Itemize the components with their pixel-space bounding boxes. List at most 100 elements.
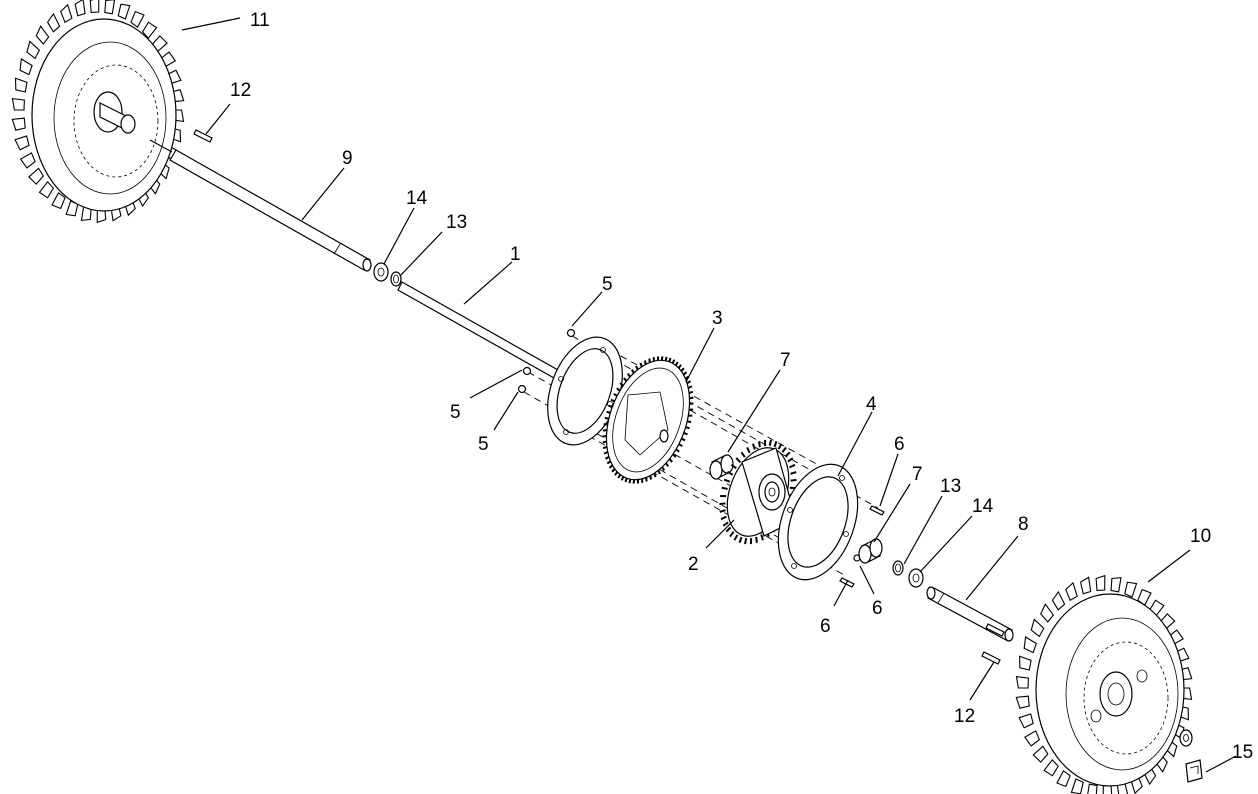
callout-8: 8	[1018, 514, 1029, 535]
plate-4	[777, 463, 859, 581]
callout-6-upper-right: 6	[894, 434, 905, 455]
gear-tooth	[733, 534, 739, 541]
tire-tread-lug	[35, 25, 50, 45]
left-wheel-11	[11, 0, 185, 224]
tire-tread-lug	[1040, 603, 1055, 623]
tire-tread-lug	[1024, 730, 1041, 747]
callout-10: 10	[1190, 526, 1211, 547]
gear-tooth	[602, 440, 607, 444]
bolt-5-low	[517, 384, 527, 394]
gear-tooth	[738, 536, 743, 544]
gear-tooth	[606, 410, 611, 414]
tire-tread-lug	[1095, 574, 1106, 591]
gear-tooth	[626, 373, 631, 378]
right-wheel-10	[1015, 574, 1193, 794]
gear-tooth	[721, 486, 728, 490]
tire-tread-lug	[1056, 770, 1071, 788]
gear-tooth	[649, 475, 653, 480]
gear-tooth	[752, 443, 756, 450]
gear-tooth	[605, 455, 610, 460]
gear-tooth	[685, 426, 690, 430]
callout-4: 4	[866, 394, 877, 415]
callout-12-right: 12	[954, 706, 975, 727]
callout-5-low: 5	[478, 434, 489, 455]
tire-tread-lug	[74, 0, 86, 17]
gear-tooth	[604, 417, 609, 420]
tire-tread-lug	[26, 40, 41, 60]
gear-tooth	[619, 382, 624, 387]
gear-tooth	[657, 469, 661, 475]
gear-tooth	[613, 392, 618, 397]
pin-12-left	[193, 129, 213, 143]
washer-14-right	[908, 568, 924, 588]
gear-tooth	[787, 457, 794, 463]
tire-tread-lug	[130, 10, 145, 28]
callout-12-left: 12	[230, 80, 251, 101]
gear-tooth	[689, 396, 694, 400]
callout-13-left: 13	[446, 212, 467, 233]
gear-tooth	[689, 402, 694, 405]
tire-tread-lug	[19, 152, 36, 169]
ring-gear-3	[602, 356, 694, 484]
gear-tooth	[628, 479, 632, 484]
tire-tread-lug	[104, 0, 116, 15]
tire-tread-lug	[141, 21, 158, 40]
gear-tooth	[686, 380, 691, 385]
gear-tooth	[672, 453, 677, 458]
tire-tread-lug	[1043, 758, 1059, 777]
gear-tooth	[722, 521, 729, 527]
gear-tooth	[614, 471, 619, 476]
gear-tooth	[648, 358, 651, 363]
left-axle-9	[149, 139, 372, 272]
gear-tooth	[606, 460, 612, 465]
tire-tread-lug	[60, 3, 73, 24]
callout-14-left: 14	[406, 188, 428, 209]
gear-tooth	[781, 446, 787, 453]
tire-tread-lug	[1065, 581, 1078, 602]
callout-15: 15	[1232, 742, 1253, 763]
tire-tread-lug	[51, 192, 66, 210]
tire-tread-lug	[1051, 590, 1066, 611]
callout-9: 9	[342, 148, 353, 169]
gear-tooth	[665, 462, 670, 467]
tire-tread-lug	[1019, 655, 1032, 671]
tire-tread-lug	[1032, 745, 1049, 763]
pin-6-upper-right	[869, 505, 885, 516]
tire-tread-lug	[11, 97, 25, 111]
tire-tread-lug	[1087, 783, 1098, 794]
gear-tooth	[632, 479, 636, 484]
gear-tooth	[624, 477, 628, 483]
gear-tooth	[653, 472, 657, 478]
clip-15	[1185, 759, 1203, 783]
gear-tooth	[740, 451, 746, 458]
callout-6-lower-right: 6	[872, 598, 883, 619]
tire-tread-lug	[19, 58, 33, 76]
gear-tooth	[719, 502, 726, 506]
tire-tread-lug	[1124, 581, 1138, 598]
gear-tooth	[789, 463, 796, 469]
tire-tread-lug	[1110, 577, 1122, 593]
gear-tooth	[773, 440, 778, 448]
ring-13-left	[390, 271, 402, 287]
gear-tooth	[687, 420, 692, 423]
callout-6-lower: 6	[820, 616, 831, 637]
gear-tooth	[723, 478, 731, 483]
gear-tooth	[616, 387, 621, 392]
callout-11: 11	[250, 10, 270, 31]
washer-15-assembly	[1179, 729, 1193, 747]
bolt-5-mid	[522, 366, 532, 376]
tire-tread-lug	[89, 0, 100, 13]
pin-12-right	[981, 651, 1001, 665]
gear-tooth	[790, 478, 797, 482]
gear-tooth	[602, 445, 608, 450]
tire-tread-lug	[1102, 785, 1113, 794]
callout-3: 3	[712, 308, 723, 329]
gear-tooth	[645, 477, 648, 482]
gear-tooth	[610, 398, 615, 403]
right-axle-8	[926, 586, 1014, 642]
tire-tread-lug	[46, 12, 61, 33]
gear-tooth	[675, 448, 680, 453]
gear-tooth	[730, 463, 737, 470]
tire-tread-lug	[14, 77, 28, 93]
bearing-7-right	[858, 538, 883, 564]
